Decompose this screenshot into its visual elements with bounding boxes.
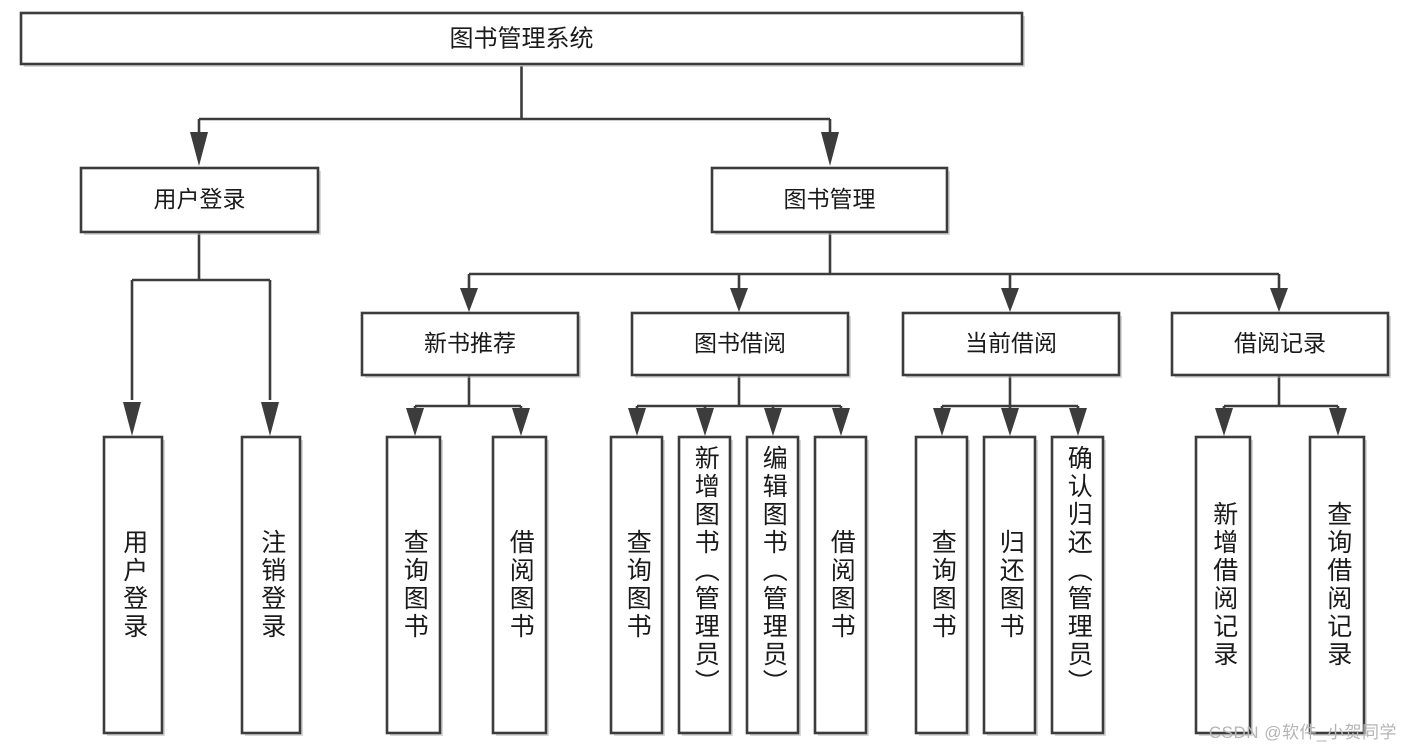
node-book-borrow-box [630,311,850,377]
node-borrow-record-box [1170,311,1390,377]
node-user-login[interactable]: 用户登录 [79,166,321,235]
leaf-add-book-box[interactable] [677,435,732,735]
arrowhead-bookmgmt [821,132,839,166]
arrowhead-leaf-add-record [1215,408,1233,436]
node-root-box [19,11,1024,66]
arrowhead-userlogin [190,132,208,166]
leaf-query-book-2-box[interactable] [609,435,664,735]
node-user-login-box [79,166,320,234]
leaf-return-book-box[interactable] [982,435,1037,735]
node-new-book-recommend-label: 新书推荐 [424,330,516,356]
node-borrow-record[interactable]: 借阅记录 [1170,311,1391,378]
node-book-management[interactable]: 图书管理 [710,166,950,235]
node-current-borrow-box [901,311,1121,377]
leaf-borrow-book-2-box[interactable] [813,435,868,735]
node-book-management-box [710,166,949,234]
arrowhead-leaf-borrow-book-2 [832,408,850,436]
arrowhead-leaf-query-book-3 [933,408,951,436]
node-current-borrow-label: 当前借阅 [965,330,1057,356]
leaf-query-record-box[interactable] [1308,435,1366,735]
arrowhead-leaf-add-book [696,408,714,436]
node-user-login-label: 用户登录 [154,186,246,212]
arrowhead-leaf-return-book [1001,408,1019,436]
node-new-book-recommend-box [360,311,580,377]
arrowhead-leaf-confirm-return [1069,408,1087,436]
node-book-borrow[interactable]: 图书借阅 [630,311,851,378]
arrowhead-currentborrow [1001,288,1019,312]
arrowhead-leaf-user-login [123,402,141,436]
node-new-book-recommend[interactable]: 新书推荐 [360,311,581,378]
arrowhead-leaf-borrow-book-1 [512,408,530,436]
leaf-box-group [102,435,1367,736]
connector-group [123,66,1347,436]
arrowhead-borrowrecord [1270,288,1288,312]
leaf-query-book-1-box[interactable] [385,435,442,735]
arrowhead-leaf-edit-book [764,408,782,436]
leaf-add-record-box[interactable] [1194,435,1252,735]
arrowhead-newbook [460,288,478,312]
arrowhead-leaf-query-record [1329,408,1347,436]
leaf-borrow-book-1-box[interactable] [491,435,548,735]
node-root[interactable]: 图书管理系统 [19,11,1025,67]
node-current-borrow[interactable]: 当前借阅 [901,311,1122,378]
arrowhead-bookborrow [730,288,748,312]
arrowhead-leaf-query-book-1 [406,408,424,436]
leaf-edit-book-box[interactable] [745,435,800,735]
node-book-borrow-label: 图书借阅 [694,330,786,356]
leaf-confirm-return-box[interactable] [1050,435,1105,735]
leaf-user-login-box[interactable] [102,435,164,735]
node-book-management-label: 图书管理 [784,186,876,212]
arrowhead-leaf-user-logout [261,402,279,436]
arrowhead-leaf-query-book-2 [628,408,646,436]
watermark-text: CSDN @软件_小贺同学 [1208,723,1397,742]
node-borrow-record-label: 借阅记录 [1234,330,1326,356]
leaf-user-logout-box[interactable] [240,435,302,735]
leaf-query-book-3-box[interactable] [914,435,969,735]
node-root-label: 图书管理系统 [450,25,594,52]
